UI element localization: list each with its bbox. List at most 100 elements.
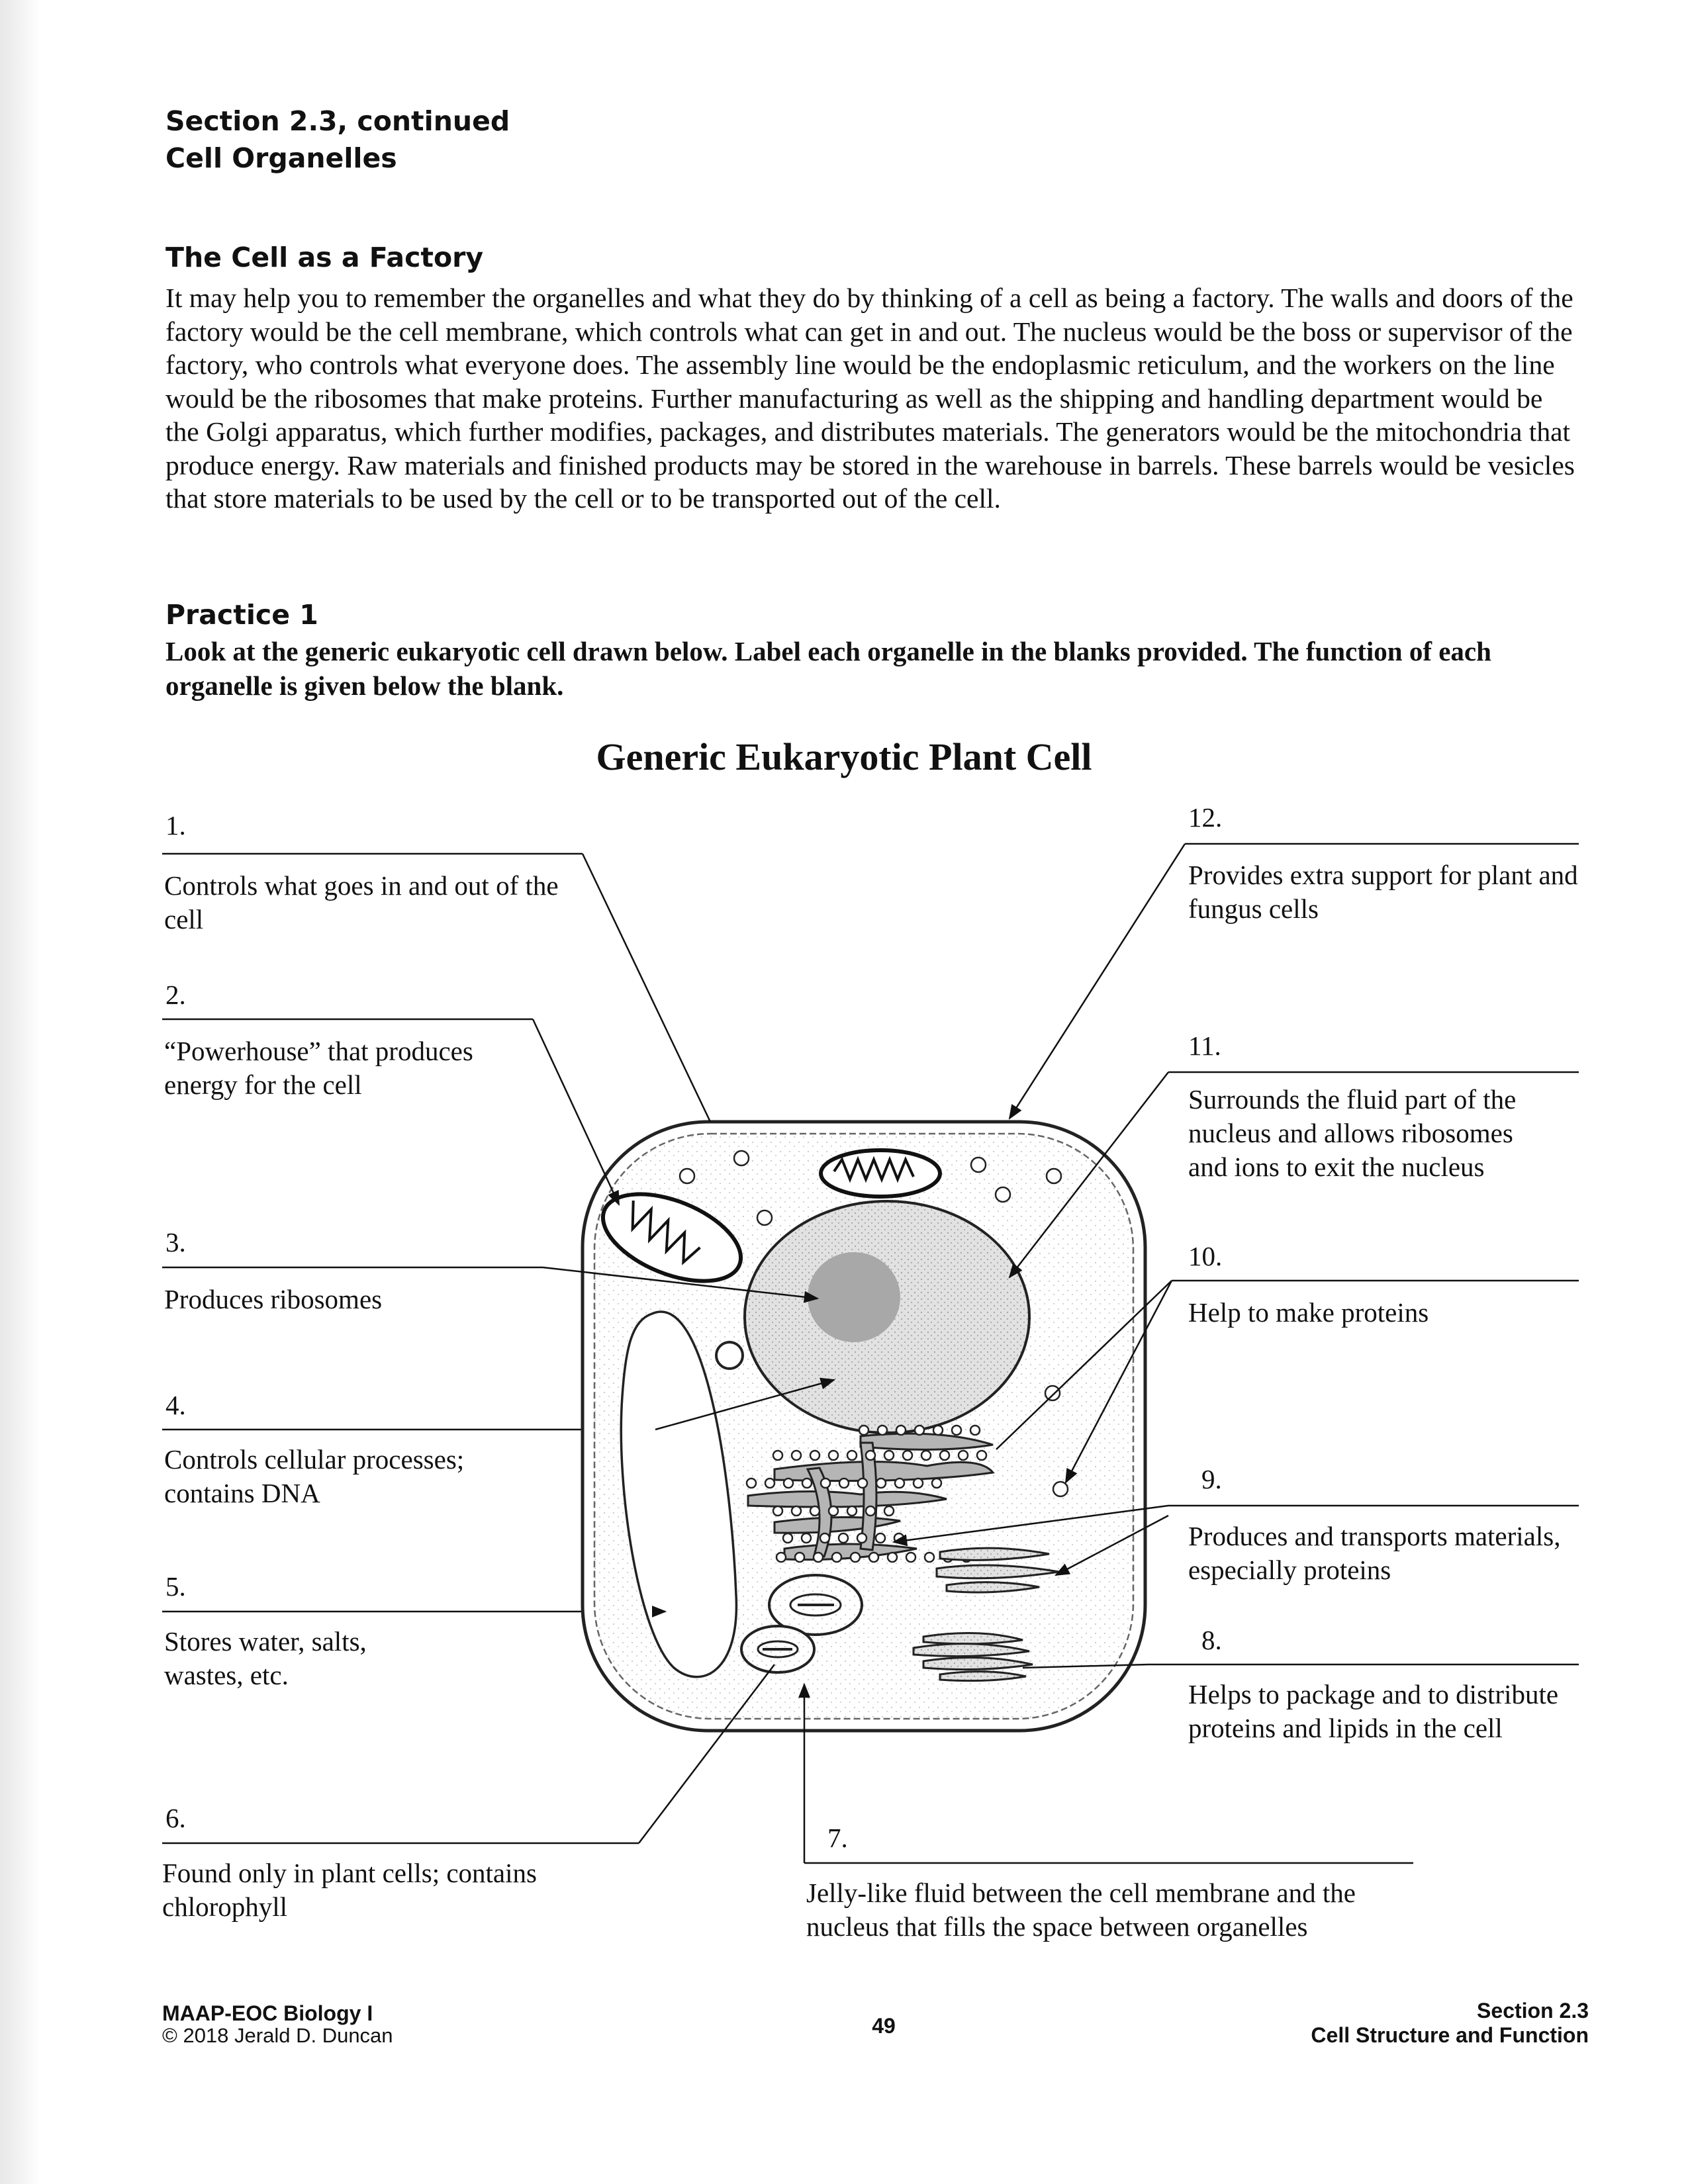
rer-ribosome-dot xyxy=(794,1551,806,1563)
footer-left: MAAP-EOC Biology I © 2018 Jerald D. Dunc… xyxy=(162,2002,393,2047)
section-heading: Section 2.3, continued Cell Organelles xyxy=(165,103,510,177)
factory-heading: The Cell as a Factory xyxy=(165,242,484,273)
label-function-7: Jelly-like fluid between the cell membra… xyxy=(806,1878,1356,1942)
rer-ribosome-dot xyxy=(849,1551,861,1563)
rer-ribosome-dot xyxy=(931,1477,943,1489)
label-function-6: Found only in plant cells; contains chlo… xyxy=(162,1858,537,1922)
label-function-11: Surrounds the fluid part of the nucleus … xyxy=(1188,1084,1517,1182)
section-label: Section 2.3, continued xyxy=(165,105,510,137)
rer-ribosome-dot xyxy=(883,1449,895,1461)
rer-ribosome-dot xyxy=(951,1424,962,1436)
leader-2 xyxy=(532,1019,620,1206)
footer-book-title: MAAP-EOC Biology I xyxy=(162,2001,373,2025)
label-number-11: 11. xyxy=(1188,1030,1221,1061)
label-function-1: Controls what goes in and out of the cel… xyxy=(164,870,559,934)
leader-8 xyxy=(1022,1663,1149,1669)
rer-ribosome-dot xyxy=(846,1449,858,1461)
rer-ribosome-dot xyxy=(838,1477,850,1489)
rer-ribosome-dot xyxy=(764,1477,776,1489)
rer-ribosome-dot xyxy=(895,1424,907,1436)
rer-ribosome-dot xyxy=(875,1477,887,1489)
rer-ribosome-dot xyxy=(800,1532,812,1544)
rer-ribosome-dot xyxy=(790,1505,802,1517)
label-number-1: 1. xyxy=(165,810,186,841)
smooth-endoplasmic-reticulum xyxy=(935,1547,1060,1594)
label-function-4: Controls cellular processes; contains DN… xyxy=(164,1444,465,1508)
nucleolus xyxy=(808,1252,900,1342)
chloroplasts xyxy=(740,1574,863,1674)
leader-9b xyxy=(1055,1514,1169,1576)
rer-ribosome-dot xyxy=(920,1449,932,1461)
rer-ribosome-dot xyxy=(939,1449,951,1461)
rer-ribosome-dot xyxy=(969,1424,981,1436)
leader-11 xyxy=(1008,1071,1169,1279)
rer-ribosome-dot xyxy=(905,1551,917,1563)
leader-12 xyxy=(1008,843,1186,1120)
rer-ribosome-dot xyxy=(932,1424,944,1436)
rer-ribosome-dot xyxy=(976,1449,988,1461)
leader-10b xyxy=(1064,1280,1173,1484)
footer-copyright: © 2018 Jerald D. Duncan xyxy=(162,2024,393,2047)
rer-ribosome-dot xyxy=(819,1532,831,1544)
scan-page-edge xyxy=(0,0,40,2184)
label-number-12: 12. xyxy=(1188,802,1223,833)
leader-10a xyxy=(996,1280,1172,1450)
label-function-8: Helps to package and to distribute prote… xyxy=(1188,1679,1559,1743)
rer-ribosome-dot xyxy=(876,1424,888,1436)
mitochondrion-top xyxy=(819,1148,942,1199)
label-function-9: Produces and transports materials, espec… xyxy=(1188,1521,1561,1585)
rer-ribosome-dot xyxy=(912,1477,924,1489)
rer-ribosome-dot xyxy=(812,1551,824,1563)
leader-lines xyxy=(532,843,1186,1863)
rer-ribosome-dot xyxy=(772,1505,784,1517)
rer-ribosome-dot xyxy=(894,1477,906,1489)
label-function-2: “Powerhouse” that produces energy for th… xyxy=(164,1036,473,1100)
footer-right: Section 2.3 Cell Structure and Function xyxy=(1218,1999,1589,2048)
rer-ribosome-dot xyxy=(827,1449,839,1461)
label-number-6: 6. xyxy=(165,1803,186,1833)
ribosomes xyxy=(679,1150,1069,1498)
label-number-7: 7. xyxy=(827,1823,848,1853)
label-blanks xyxy=(162,842,1579,1864)
rer-ribosome-dot xyxy=(827,1505,839,1517)
rer-ribosome-dot xyxy=(809,1505,821,1517)
rer-ribosome-dot xyxy=(782,1532,794,1544)
rer-ribosome-dot xyxy=(858,1424,870,1436)
rer-ribosome-dot xyxy=(745,1477,757,1489)
diagram-title: Generic Eukaryotic Plant Cell xyxy=(596,735,1092,778)
rer-ribosome-dot xyxy=(865,1449,876,1461)
leader-1 xyxy=(581,853,712,1122)
section-topic: Cell Organelles xyxy=(165,142,397,174)
label-number-5: 5. xyxy=(165,1571,186,1602)
label-function-3: Produces ribosomes xyxy=(164,1284,383,1314)
rer-ribosome-dot xyxy=(957,1449,969,1461)
rer-ribosome-dot xyxy=(820,1477,831,1489)
label-number-3: 3. xyxy=(165,1227,186,1257)
page-number: 49 xyxy=(872,2014,896,2038)
rer-ribosome-dot xyxy=(874,1532,886,1544)
rer-ribosome-dot xyxy=(772,1449,784,1461)
rer-ribosome-dot xyxy=(790,1449,802,1461)
label-number-9: 9. xyxy=(1201,1464,1222,1494)
footer-section-title: Cell Structure and Function xyxy=(1311,2023,1589,2047)
factory-paragraph: It may help you to remember the organell… xyxy=(165,283,1575,514)
rer-ribosome-dot xyxy=(782,1477,794,1489)
leader-9a xyxy=(892,1504,1169,1547)
rer-ribosome-dot xyxy=(856,1532,868,1544)
label-function-5: Stores water, salts, wastes, etc. xyxy=(164,1626,367,1690)
rer-ribosome-dot xyxy=(837,1532,849,1544)
rer-ribosome-dot xyxy=(846,1505,858,1517)
rer-ribosome-dot xyxy=(883,1505,895,1517)
leader-3 xyxy=(542,1266,820,1303)
label-number-10: 10. xyxy=(1188,1241,1223,1271)
rer-ribosome-dot xyxy=(809,1449,821,1461)
rer-ribosome-dot xyxy=(801,1477,813,1489)
label-function-10: Help to make proteins xyxy=(1188,1297,1429,1328)
rer-ribosome-dot xyxy=(868,1551,880,1563)
golgi-apparatus xyxy=(912,1632,1033,1682)
leader-6 xyxy=(638,1664,775,1844)
rer-ribosome-dot xyxy=(775,1551,787,1563)
rer-ribosome-dot xyxy=(923,1551,935,1563)
rer-ribosome-dot xyxy=(902,1449,914,1461)
